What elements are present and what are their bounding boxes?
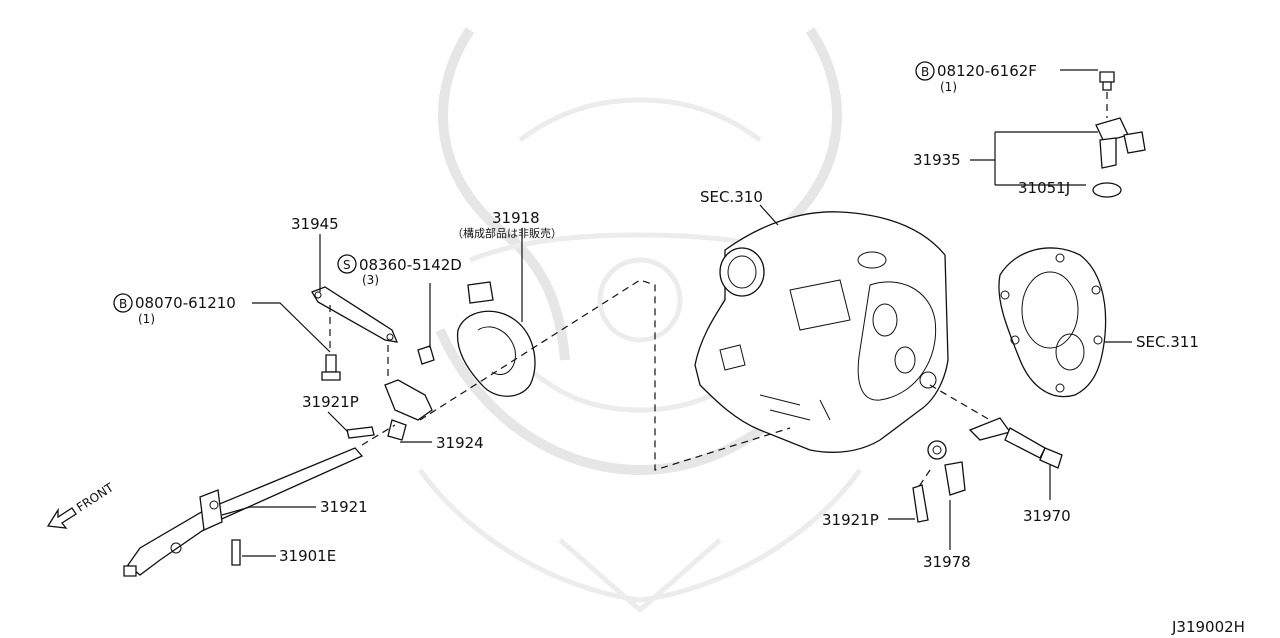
part-number: 31918 xyxy=(492,209,540,227)
quantity: (3) xyxy=(362,273,379,287)
part-number-31901e[interactable]: 31901E xyxy=(279,547,336,565)
part-number-31978[interactable]: 31978 xyxy=(923,553,971,571)
ref-dash-front xyxy=(419,279,791,471)
callout-31918[interactable]: 31918 （構成部品は非販売） xyxy=(452,209,562,240)
check-ball-plug xyxy=(912,440,966,523)
part-number-31921p-right[interactable]: 31921P xyxy=(822,511,879,529)
control-bracket xyxy=(311,286,399,381)
not-sold-note: （構成部品は非販売） xyxy=(452,226,562,240)
reverse-lamp-switch xyxy=(968,417,1063,469)
quantity: (1) xyxy=(940,80,957,94)
screw-s-icon xyxy=(337,254,357,274)
callout-bolt-08120[interactable]: B 08120-6162F (1) xyxy=(915,61,1037,94)
part-number: 08120-6162F xyxy=(937,62,1037,80)
part-number: 08070-61210 xyxy=(135,294,236,312)
section-ref-311[interactable]: SEC.311 xyxy=(1136,333,1199,351)
part-number: 08360-5142D xyxy=(359,256,462,274)
bolt-b-icon xyxy=(113,293,133,313)
front-label: FRONT xyxy=(74,480,117,514)
arrow-icon xyxy=(46,507,77,529)
part-number-31924[interactable]: 31924 xyxy=(436,434,484,452)
part-number-31970[interactable]: 31970 xyxy=(1023,507,1071,525)
ref-dash-switch xyxy=(929,384,991,421)
part-number-31945[interactable]: 31945 xyxy=(291,215,339,233)
svg-text:S: S xyxy=(343,258,351,272)
bolt-b-icon xyxy=(915,61,935,81)
transmission-case xyxy=(694,211,949,453)
callout-screw-08360[interactable]: S 08360-5142D (3) xyxy=(337,254,462,287)
front-arrow: FRONT xyxy=(46,480,117,529)
leader-lines xyxy=(221,69,1132,557)
section-ref-310[interactable]: SEC.310 xyxy=(700,188,763,206)
callout-bolt-08070[interactable]: B 08070-61210 (1) xyxy=(113,293,236,326)
speed-sensor xyxy=(1092,71,1146,198)
part-number-31935[interactable]: 31935 xyxy=(913,151,961,169)
svg-text:B: B xyxy=(921,65,929,79)
ref-dash-rod xyxy=(361,424,396,446)
part-number-31921[interactable]: 31921 xyxy=(320,498,368,516)
part-number-31921p-left[interactable]: 31921P xyxy=(302,393,359,411)
svg-text:B: B xyxy=(119,297,127,311)
quantity: (1) xyxy=(138,312,155,326)
selector-lever xyxy=(346,379,433,441)
shift-sensor-plate xyxy=(417,281,536,397)
clutch-housing xyxy=(998,247,1107,398)
shift-rod xyxy=(123,447,364,577)
diagram-code: J319002H xyxy=(1171,618,1245,636)
part-number-31051j[interactable]: 31051J xyxy=(1018,179,1070,197)
